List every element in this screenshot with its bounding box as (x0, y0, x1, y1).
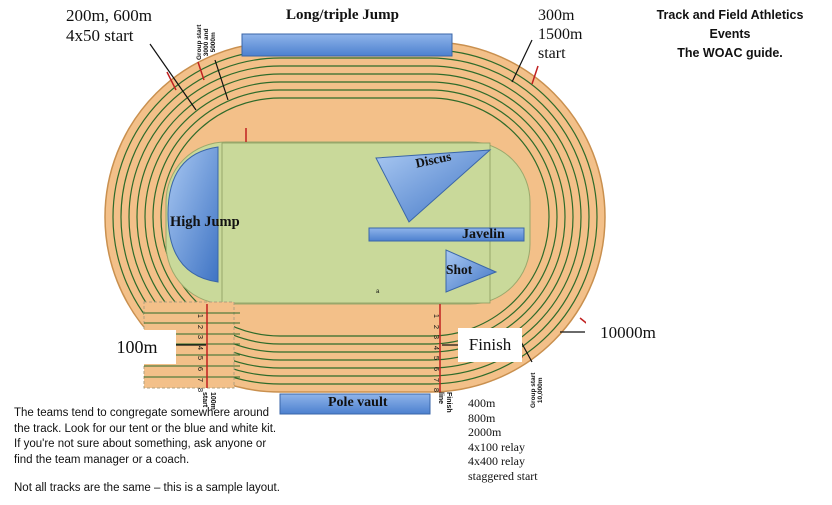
high-jump-area (167, 146, 219, 283)
lane-number: 7 (196, 377, 206, 382)
lane-number: 5 (432, 356, 442, 361)
lane-line (136, 73, 574, 361)
start-marker (197, 61, 205, 81)
lane-number: 5 (196, 356, 206, 361)
label-finish: Finish (458, 328, 522, 362)
discus-sector (375, 149, 492, 223)
finish-event-item: 2000m (468, 425, 502, 439)
lane-number: 3 (432, 335, 442, 340)
event-long-triple-jump: Long/triple Jump (286, 7, 399, 23)
lane-line (120, 57, 590, 377)
shot-sector (445, 249, 498, 293)
lane-line (160, 97, 550, 337)
lane-number: 4 (196, 345, 206, 350)
finish-event-item: 4x400 relay (468, 454, 525, 468)
pole-vault-runway (279, 393, 431, 415)
lane-number: 7 (432, 377, 442, 382)
sprint-lane-lines (144, 312, 240, 378)
finish-event-item: 800m (468, 410, 496, 425)
start-marker-200 (166, 71, 177, 91)
field-mark: a (376, 289, 380, 295)
lane-number: 6 (432, 366, 442, 372)
note-disclaimer: Not all tracks are the same – this is a … (14, 482, 280, 494)
long-jump-pit (241, 33, 453, 57)
finish-event-item: staggered start (468, 468, 538, 483)
lane-lines (112, 49, 598, 385)
pointer-lines (149, 39, 585, 363)
lane-number: 1 (432, 313, 442, 319)
event-high-jump: High Jump (170, 214, 240, 230)
lane-line (152, 89, 558, 345)
lane-number: 6 (196, 366, 206, 372)
start-marker (531, 65, 539, 85)
lane-number: 8 (432, 388, 442, 393)
lane-number: 2 (196, 324, 206, 329)
pointer-200m (149, 43, 197, 111)
pointer-group-start (214, 59, 229, 101)
event-shot: Shot (446, 262, 473, 277)
label-200m-600m-start: 200m, 600m 4x50 start (66, 6, 152, 45)
label-group-start-3000-5000: Group start 3000 and 5000m (196, 24, 217, 60)
javelin-runway (368, 227, 525, 242)
finish-event-item: 4x100 relay (468, 439, 525, 454)
lane-number: 3 (196, 335, 206, 340)
note-congregate: The teams tend to congregate somewhere a… (14, 407, 277, 466)
event-pole-vault: Pole vault (328, 395, 388, 410)
lane-number: 2 (432, 324, 442, 329)
pointer-300m (511, 39, 533, 83)
finish-event-item: 400m (468, 396, 496, 410)
lane-number: 1 (196, 313, 206, 319)
lane-number: 8 (196, 388, 206, 393)
label-100m: 100m (98, 330, 176, 364)
label-300m-1500m-start: 300m 1500m start (538, 7, 583, 62)
label-finish-line: Finish line (437, 392, 453, 413)
lane-line (144, 81, 566, 353)
event-javelin: Javelin (462, 227, 505, 242)
label-10000m: 10000m (586, 316, 670, 348)
lane-number: 4 (432, 345, 442, 350)
lane-line (128, 65, 582, 369)
guide-title: Track and Field Athletics Events The WOA… (656, 8, 804, 60)
